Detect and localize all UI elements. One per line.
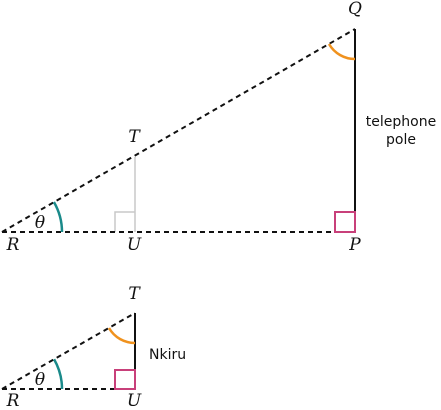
angle-label-theta-small: θ	[35, 370, 45, 390]
angle-theta-arc-R-small	[52, 358, 64, 390]
nkiru-label: Nkiru	[149, 347, 186, 363]
angle-arc-T	[107, 327, 136, 345]
right-angle-marker-U	[114, 369, 136, 390]
vertex-label-U-small: U	[127, 391, 142, 410]
pole-label-line2: pole	[386, 132, 416, 148]
angle-theta-arc-R	[52, 201, 64, 233]
right-angle-marker-U-guide	[114, 211, 135, 232]
angle-arc-Q	[327, 43, 356, 61]
vertex-label-Q: Q	[348, 0, 362, 19]
pole-label-line1: telephone	[366, 114, 436, 130]
vertex-label-R: R	[6, 235, 20, 255]
segment-RQ-dashed	[1, 28, 356, 233]
vertex-label-T-small: T	[128, 284, 141, 304]
angle-label-theta: θ	[35, 213, 45, 233]
vertex-label-R-small: R	[6, 391, 20, 410]
right-angle-marker-P	[334, 211, 356, 233]
vertex-label-P: P	[348, 235, 361, 255]
vertex-label-T: T	[128, 127, 141, 147]
segment-RT-dashed	[1, 312, 136, 390]
top-figure: Q T R U P θ telephone pole	[1, 0, 436, 255]
vertex-label-U: U	[127, 235, 142, 255]
bottom-figure: T R U θ Nkiru	[1, 284, 186, 410]
